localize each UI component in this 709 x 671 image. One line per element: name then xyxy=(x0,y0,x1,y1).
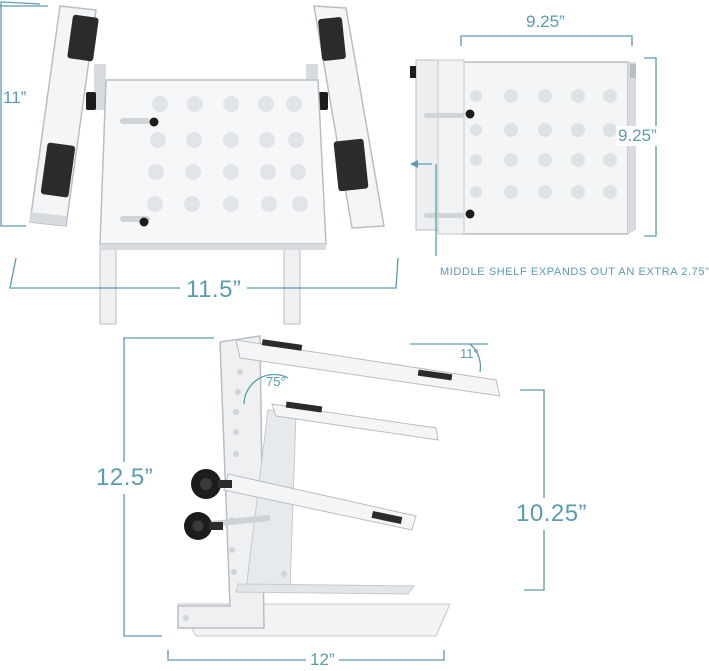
rubber-pad-left-top xyxy=(67,14,99,62)
tilt-angle-arc xyxy=(469,343,482,373)
tray-holes xyxy=(147,96,308,212)
rubber-pad-right-top xyxy=(318,17,346,61)
shelf-holes xyxy=(470,89,617,199)
top-arm xyxy=(235,339,501,397)
knob-left xyxy=(86,92,96,110)
dimension-lines-top-right xyxy=(410,35,657,256)
middle-shelf-plate xyxy=(410,59,636,235)
front-angle-arc xyxy=(243,373,289,405)
width-label-top-left: 11.5” xyxy=(180,276,248,304)
rubber-pad-right-bottom xyxy=(333,138,369,192)
left-support-arm xyxy=(29,5,99,227)
expansion-callout: MIDDLE SHELF EXPANDS OUT AN EXTRA 2.75” xyxy=(440,266,709,278)
depth-label-top-left: 11” xyxy=(3,88,27,107)
overhead-stand-image xyxy=(0,1,657,661)
adjustment-knob-lower xyxy=(184,512,223,540)
adjustment-knob-upper xyxy=(191,469,232,499)
middle-arm xyxy=(271,403,439,441)
front-angle-label: 75° xyxy=(266,374,286,389)
right-support-arm xyxy=(313,5,385,229)
knob-right xyxy=(318,92,328,110)
base-width-label: 12” xyxy=(306,650,339,670)
rubber-pad-left-bottom xyxy=(40,142,76,198)
side-view-stand xyxy=(177,335,501,637)
shelf-height-label: 9.25” xyxy=(616,126,659,146)
inner-height-label: 10.25” xyxy=(514,498,590,530)
tilt-angle-label: 11° xyxy=(460,346,479,361)
total-height-label: 12.5” xyxy=(94,462,156,494)
shelf-width-label: 9.25” xyxy=(522,12,569,32)
